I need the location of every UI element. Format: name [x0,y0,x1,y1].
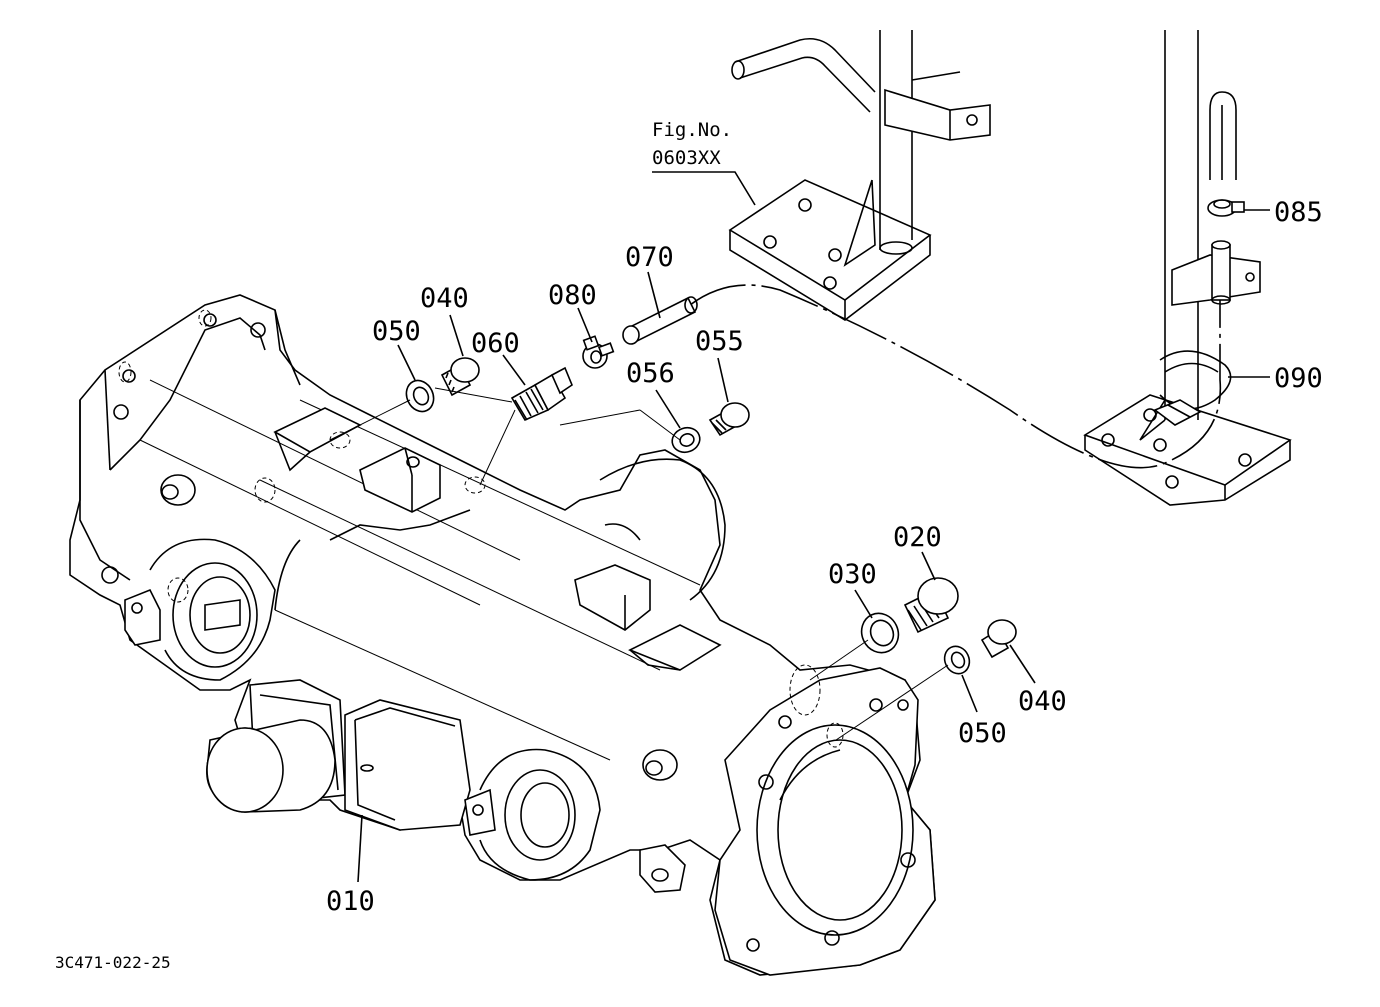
callout-085: 085 [1274,197,1323,228]
callout-010: 010 [326,886,375,917]
plug-040-top [440,357,480,397]
washer-050-top [405,379,435,413]
drawing-code: 3C471-022-25 [55,953,171,972]
cable-tie-090 [1153,350,1232,426]
callout-030: 030 [828,559,877,590]
frame-bracket-right [1083,30,1292,506]
leader-lines [329,171,1270,883]
hose-clamp-080 [582,335,615,369]
figure-ref-line2: 0603XX [652,147,721,169]
breather-hose-070 [622,296,698,345]
plug-040-right [980,619,1017,659]
callout-070: 070 [625,242,674,273]
figure-ref-line1: Fig.No. [652,119,732,141]
callout-090: 090 [1274,363,1323,394]
hose-clamp-085 [1207,199,1245,217]
washer-050-right [943,645,971,675]
plug-020 [903,577,959,634]
hose-vertical [1211,240,1231,305]
bolt-055 [708,402,750,437]
front-axle-case-010 [69,294,936,976]
breather-fitting-060 [510,366,573,422]
breather-hose-route [689,284,1222,469]
callout-040-top: 040 [420,283,469,314]
washer-030 [860,612,900,654]
frame-bracket-left [728,30,991,321]
callout-020: 020 [893,522,942,553]
callout-060: 060 [471,328,520,359]
callout-080: 080 [548,280,597,311]
callout-040-right: 040 [1018,686,1067,717]
callout-056: 056 [626,358,675,389]
callout-050-right: 050 [958,718,1007,749]
callout-050-top: 050 [372,316,421,347]
hose-hook [1209,91,1237,180]
washer-056 [671,426,701,454]
callout-055: 055 [695,326,744,357]
